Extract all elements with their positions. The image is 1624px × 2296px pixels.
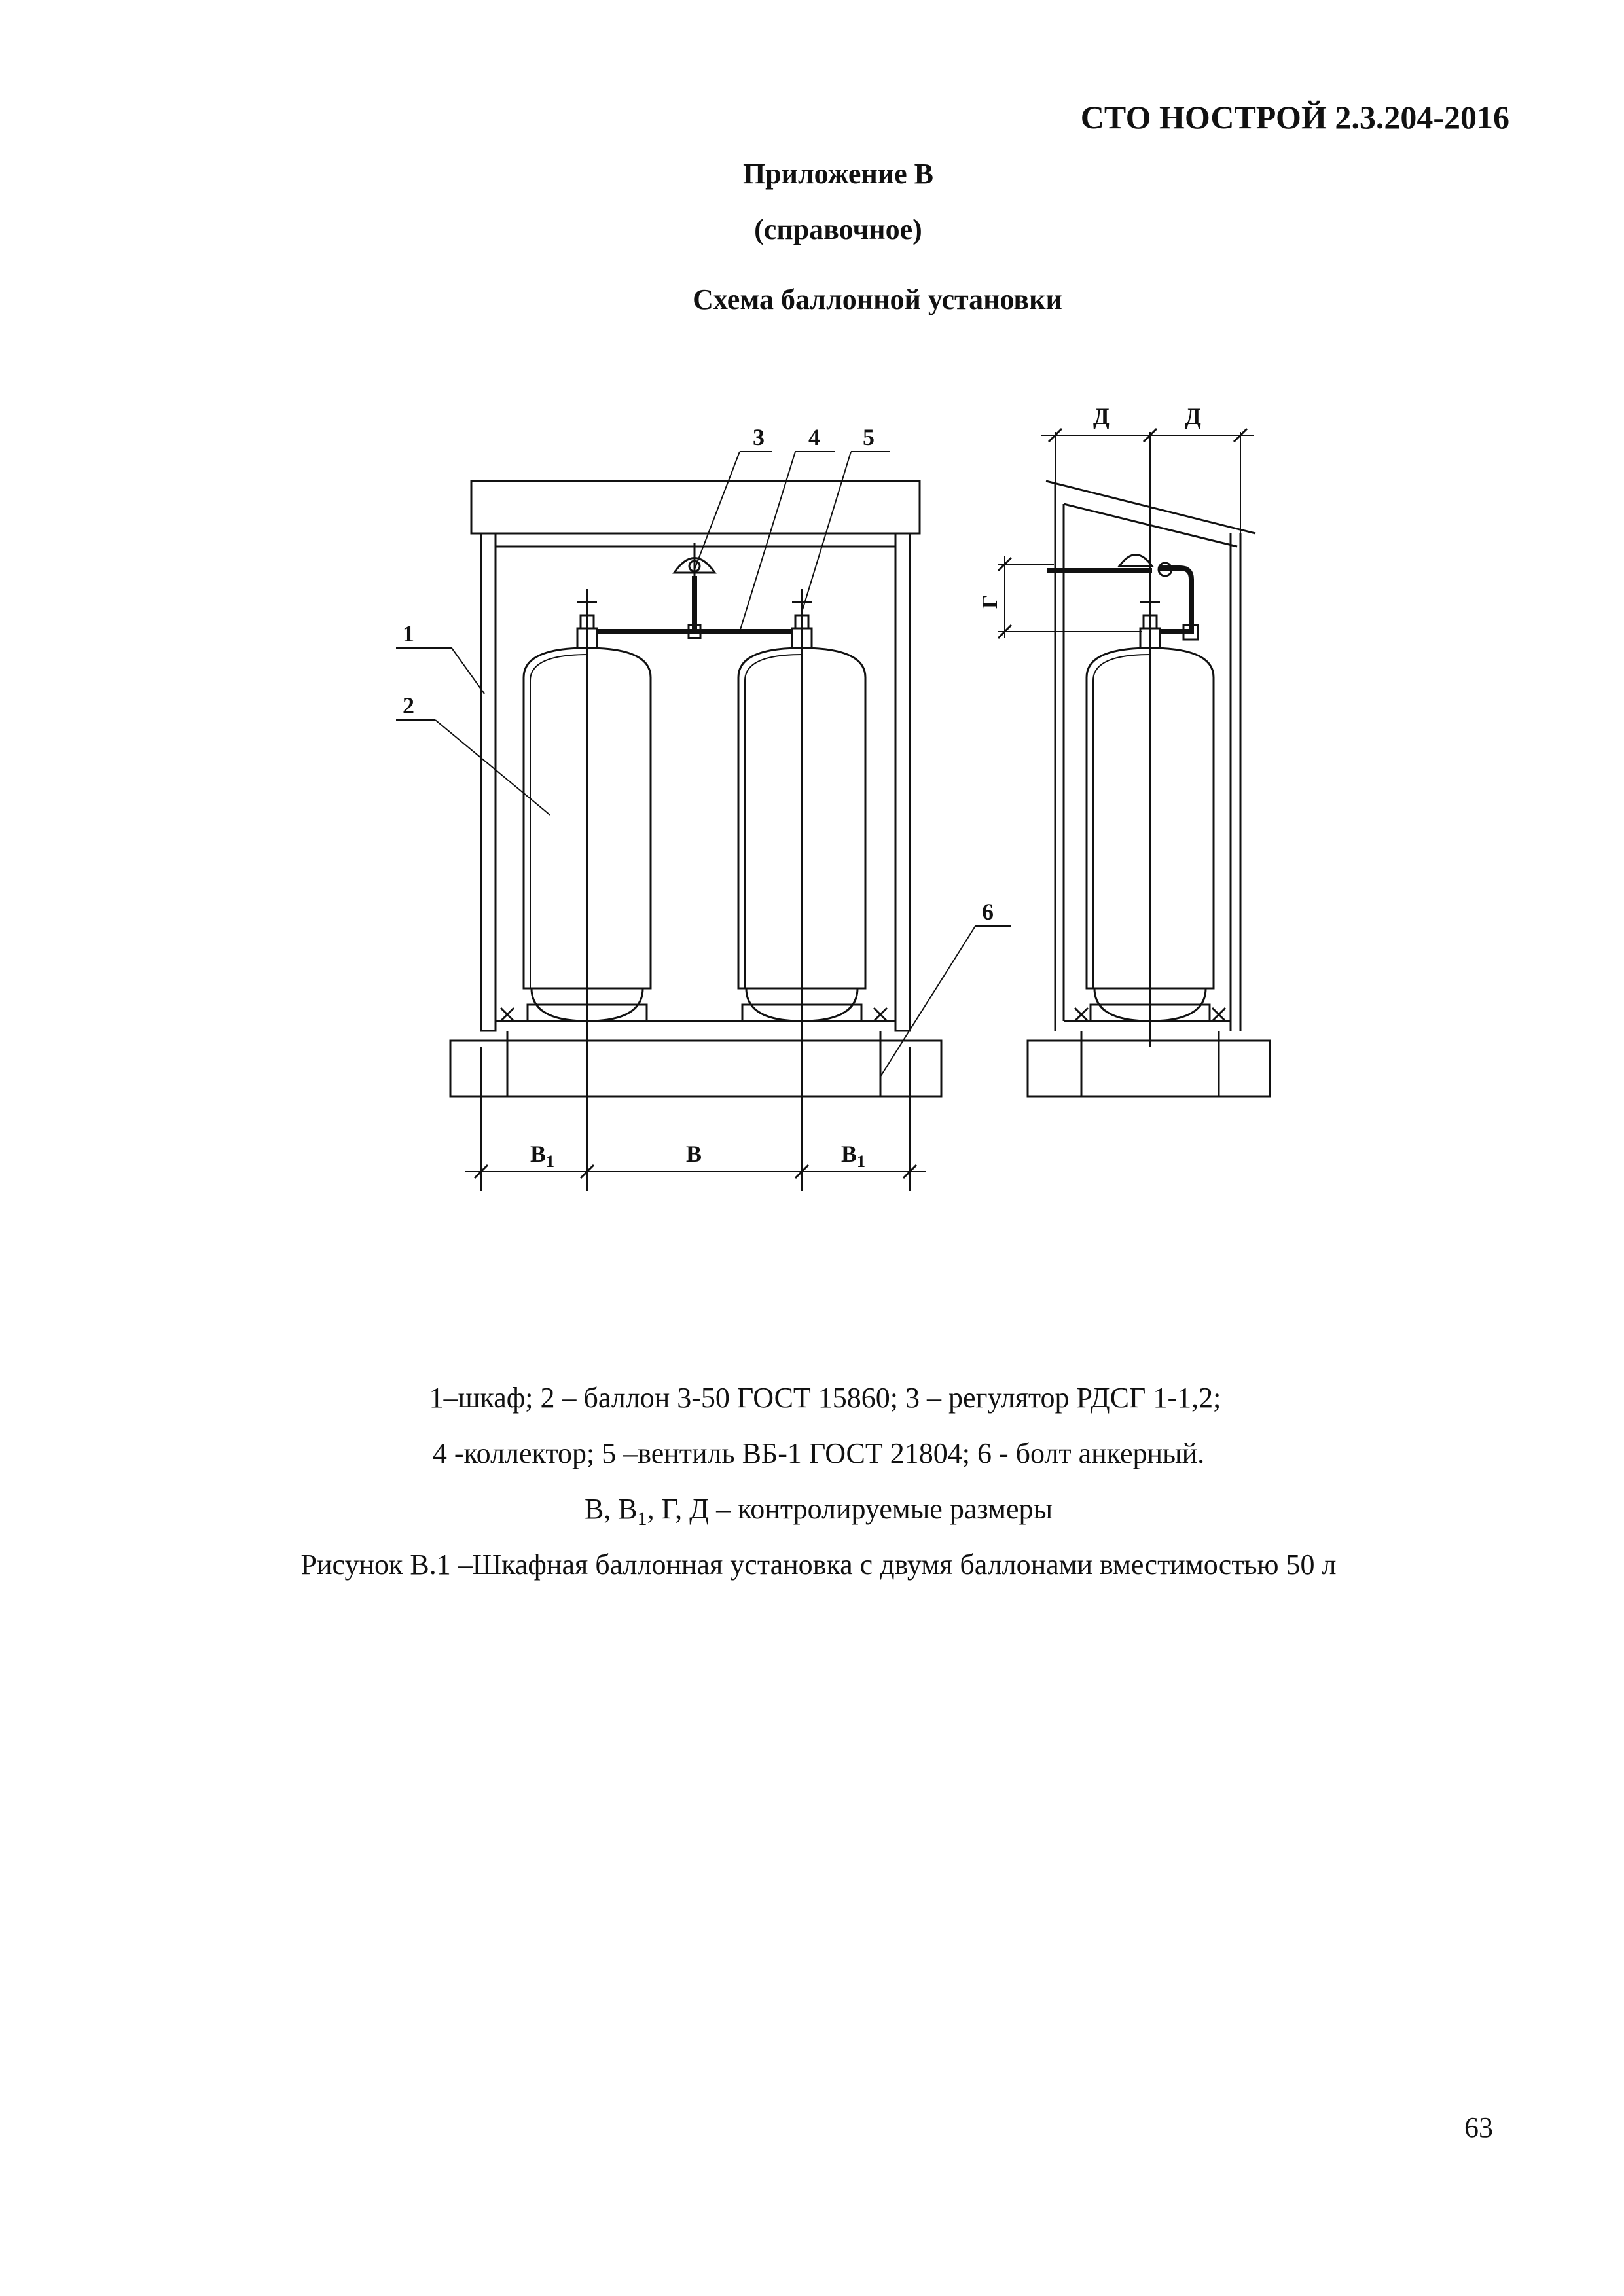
side-view: Д Д Г: [978, 403, 1271, 1098]
dim-label-b: В: [686, 1141, 702, 1167]
callout-3: 3: [694, 424, 772, 570]
callout-2: 2: [396, 692, 550, 816]
anchor-bolt-left: [499, 1007, 515, 1022]
document-code: СТО НОСТРОЙ 2.3.204-2016: [1080, 99, 1509, 135]
dim-label-d-right: Д: [1185, 403, 1201, 429]
base-plinth: [449, 1039, 943, 1098]
page-number: 63: [1464, 2111, 1493, 2144]
callout-6: 6: [880, 899, 1011, 1077]
svg-text:1: 1: [403, 620, 414, 647]
legend-line-1: 1–шкаф; 2 – баллон 3-50 ГОСТ 15860; 3 – …: [429, 1382, 1221, 1414]
legend-line-3: В, В1, Г, Д – контролируемые размеры: [584, 1493, 1053, 1530]
scheme-title: Схема баллонной установки: [693, 283, 1062, 315]
appendix-type: (справочное): [754, 213, 922, 245]
side-regulator: [1117, 554, 1154, 567]
dim-label-b1-right: В1: [841, 1141, 865, 1171]
side-plinth: [1026, 1039, 1271, 1098]
cabinet-roof: [470, 480, 921, 535]
side-pipe: [1159, 565, 1194, 634]
dim-label-d-left: Д: [1093, 403, 1110, 429]
dim-label-g: Г: [978, 594, 1002, 609]
svg-text:6: 6: [982, 899, 994, 925]
svg-text:5: 5: [863, 424, 875, 450]
callout-5: 5: [801, 424, 890, 613]
appendix-title: Приложение В: [742, 158, 934, 190]
svg-text:4: 4: [808, 424, 820, 450]
cabinet-post-right: [894, 532, 911, 1032]
anchor-bolt-right: [873, 1007, 888, 1022]
dim-label-b1-left: В1: [530, 1141, 554, 1171]
svg-text:3: 3: [753, 424, 765, 450]
side-anchor-bolt-left: [1074, 1007, 1089, 1022]
cabinet-post-left: [480, 532, 497, 1032]
legend-line-2: 4 -коллектор; 5 –вентиль ВБ-1 ГОСТ 21804…: [432, 1437, 1205, 1469]
svg-text:2: 2: [403, 692, 414, 719]
front-view: В1 В В1 1 2 3 4 5 6: [396, 424, 1011, 1191]
callout-4: 4: [739, 424, 835, 632]
callout-1: 1: [396, 620, 485, 694]
side-anchor-bolt-right: [1211, 1007, 1227, 1022]
figure-caption: Рисунок В.1 –Шкафная баллонная установка…: [300, 1549, 1337, 1581]
regulator: [672, 557, 717, 574]
